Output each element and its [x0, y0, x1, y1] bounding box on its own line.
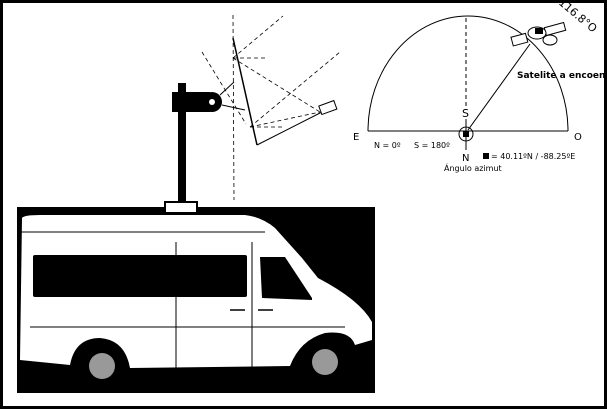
south-value: S = 180º: [414, 141, 450, 150]
west-marker: O: [574, 132, 582, 143]
satellite-icon: [510, 21, 567, 47]
satellite-dish-illustration: [164, 14, 341, 214]
satellite-label: Satelite a encoentrar: [517, 71, 607, 81]
location-marker-legend: [483, 153, 489, 159]
azimuth-diagram: 116.8°O Satelite a encoentrar S E O N N …: [353, 0, 607, 173]
south-marker: S: [462, 107, 469, 120]
east-marker: E: [353, 132, 359, 143]
van-illustration: [17, 207, 375, 393]
north-value: N = 0º: [374, 141, 401, 150]
azimuth-label: Ángulo azimut: [444, 162, 502, 173]
location-coordinates: = 40.11ºN / -88.25ºE: [491, 152, 575, 161]
north-marker: N: [462, 153, 469, 164]
